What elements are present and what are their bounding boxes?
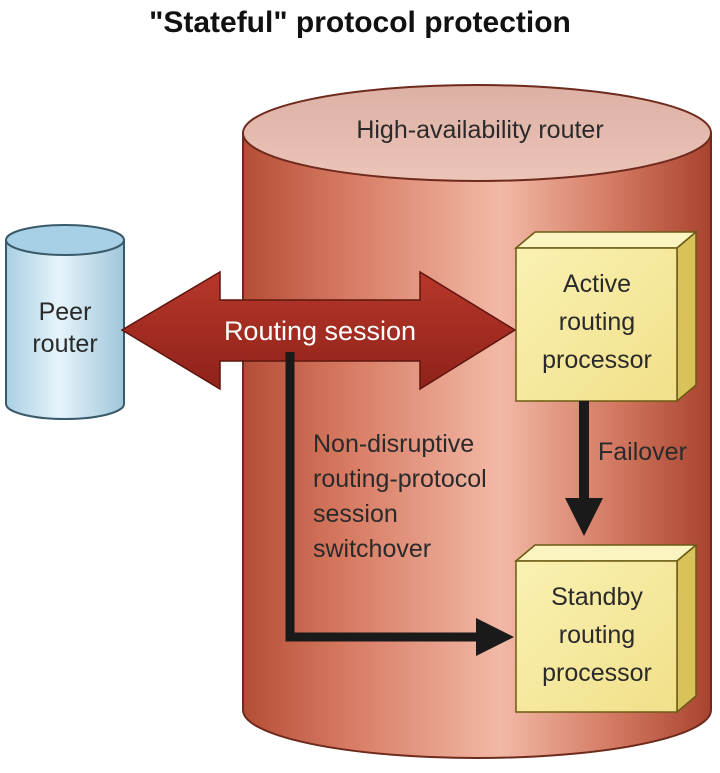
peer-router-label-line1: Peer <box>39 298 92 326</box>
standby-routing-processor-box: Standby routing processor <box>513 543 699 714</box>
high-availability-router-label: High-availability router <box>356 116 603 144</box>
standby-processor-label-line1: Standby <box>551 583 643 611</box>
active-processor-label-line2: routing <box>559 308 635 336</box>
routing-session-arrow: Routing session <box>120 270 517 391</box>
switchover-arrow <box>285 352 514 656</box>
peer-router-label-line2: router <box>32 330 97 358</box>
switchover-label-line3: session <box>313 500 398 528</box>
failover-label: Failover <box>598 438 687 466</box>
switchover-label: Non-disruptive routing-protocol session … <box>313 430 487 563</box>
active-processor-label-line1: Active <box>563 270 631 298</box>
diagram-title: "Stateful" protocol protection <box>149 6 571 39</box>
switchover-label-line2: routing-protocol <box>313 465 487 493</box>
active-processor-label-line3: processor <box>542 346 652 374</box>
peer-router-cylinder: Peer router <box>5 224 125 420</box>
switchover-label-line1: Non-disruptive <box>313 430 474 458</box>
active-routing-processor-box: Active routing processor <box>513 230 699 403</box>
failover-arrow: Failover <box>565 401 687 536</box>
standby-processor-label-line2: routing <box>559 621 635 649</box>
standby-processor-label-line3: processor <box>542 659 652 687</box>
switchover-label-line4: switchover <box>313 535 431 563</box>
routing-session-label: Routing session <box>224 316 416 346</box>
